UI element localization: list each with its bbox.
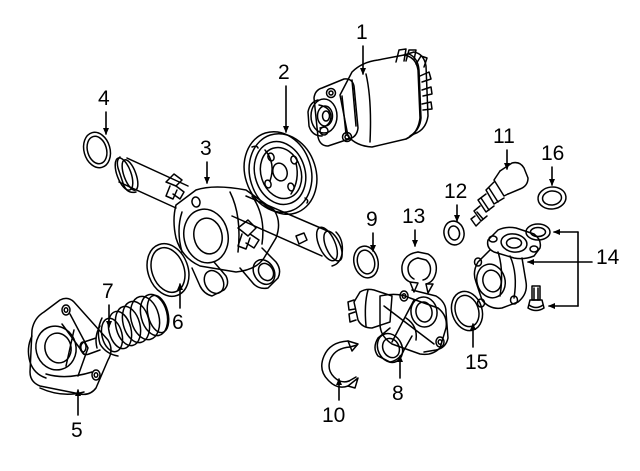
callout-label-12[interactable]: 12 [444, 180, 468, 203]
callout-label-11[interactable]: 11 [493, 125, 515, 148]
part-o-ring-6 [146, 242, 190, 298]
callout-label-10[interactable]: 10 [322, 404, 346, 427]
part-thermostat [79, 293, 170, 357]
callout-label-4[interactable]: 4 [98, 87, 110, 110]
part-water-inlet-housing [473, 226, 542, 310]
callout-label-14[interactable]: 14 [596, 246, 620, 269]
part-water-pump-housing [114, 156, 344, 297]
part-o-ring-9 [352, 245, 380, 279]
bracket-14 [527, 229, 593, 309]
callout-label-2[interactable]: 2 [278, 61, 290, 84]
callout-label-13[interactable]: 13 [402, 205, 426, 228]
callout-label-16[interactable]: 16 [541, 142, 565, 165]
part-o-ring-15 [450, 290, 484, 332]
callout-label-3[interactable]: 3 [200, 137, 212, 160]
part-retaining-clip-10 [321, 340, 359, 389]
callout-label-15[interactable]: 15 [465, 351, 489, 374]
callout-label-6[interactable]: 6 [172, 311, 184, 334]
part-coolant-temperature-sensor [470, 161, 529, 227]
part-water-pump-pulley [243, 130, 318, 216]
part-water-pump-assembly [307, 48, 433, 148]
part-seal-ring-4 [82, 131, 112, 169]
part-seal-ring-12 [443, 220, 465, 246]
callout-label-9[interactable]: 9 [366, 208, 378, 231]
callout-label-8[interactable]: 8 [392, 382, 404, 405]
part-water-outlet-connector [347, 288, 449, 364]
part-seal-ring-16 [537, 186, 567, 210]
part-mounting-bolt [527, 285, 545, 312]
callout-label-1[interactable]: 1 [356, 21, 368, 44]
callout-label-7[interactable]: 7 [102, 280, 114, 303]
part-thermostat-housing-bracket [27, 297, 112, 396]
callout-label-5[interactable]: 5 [71, 419, 83, 442]
part-retaining-clip-13 [401, 251, 438, 294]
part-inlet-seal-ring [525, 223, 551, 241]
